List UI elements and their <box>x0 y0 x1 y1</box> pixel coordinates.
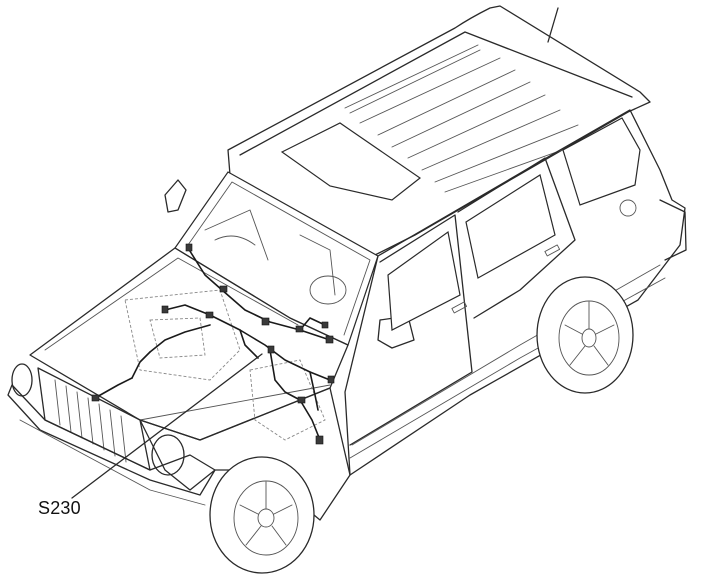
callout-label-s230: S230 <box>38 498 81 518</box>
rear-wheel <box>536 276 634 394</box>
engine-outline <box>124 289 326 441</box>
left-mirror <box>164 179 187 213</box>
front-door <box>349 214 473 446</box>
door-handle-front <box>451 301 468 314</box>
side-body <box>344 109 687 476</box>
front-bumper <box>7 384 216 496</box>
door-handle-rear <box>544 244 561 257</box>
fuel-door <box>619 199 637 217</box>
rear-quarter-window <box>562 117 641 206</box>
roof <box>227 5 651 256</box>
callout-leader-s230 <box>71 353 263 499</box>
harness-connectors <box>91 243 335 445</box>
sunroof <box>280 122 422 201</box>
left-headlight <box>11 363 33 397</box>
steering-wheel <box>309 275 347 305</box>
windshield <box>174 171 379 346</box>
rear-door <box>457 157 576 319</box>
antenna <box>547 7 559 43</box>
right-headlight <box>151 434 185 476</box>
front-wheel <box>209 456 315 574</box>
